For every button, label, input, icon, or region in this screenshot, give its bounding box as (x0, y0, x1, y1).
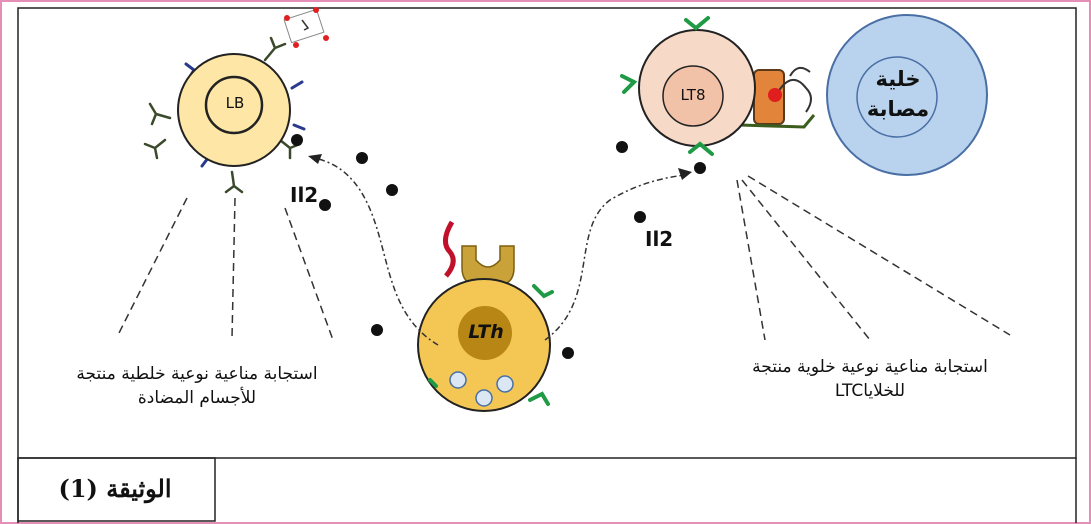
lb-label: LB (225, 94, 245, 112)
il2-molecules (291, 134, 706, 359)
humoral-caption-line2: للأجسام المضادة (137, 388, 257, 408)
arrow-lth-to-lb (314, 157, 439, 346)
cellular-caption: استجابة مناعية نوعية خلوية منتجة للخلايا… (690, 355, 1050, 403)
lb-cell (143, 7, 329, 194)
infected-cell-label: خلية مصابة (866, 67, 930, 121)
humoral-caption-line1: استجابة مناعية نوعية خلطية منتجة (76, 364, 318, 384)
il2-label-right: Il2 (645, 227, 674, 251)
cellular-caption-line2: للخلاياLTC (834, 381, 906, 401)
antibody-icon (283, 7, 329, 48)
il2-label-left: Il2 (290, 183, 319, 207)
lead-line-lt8-1 (736, 179, 766, 341)
lt8-cell (620, 14, 988, 176)
arrow-lth-to-lt8 (544, 174, 686, 341)
lead-line-lb-1 (117, 197, 188, 336)
lead-line-lb-3 (284, 207, 334, 341)
document-label: الوثيقة (1) (58, 474, 172, 503)
lth-cell (417, 220, 554, 412)
lead-line-lb-2 (231, 197, 236, 339)
lead-line-lt8-2 (741, 179, 871, 341)
lth-label: LTh (468, 321, 504, 343)
lead-line-lt8-3 (747, 175, 1011, 336)
cellular-caption-line1: استجابة مناعية نوعية خلوية منتجة (752, 357, 988, 377)
lt8-label: LT8 (680, 86, 706, 104)
humoral-caption: استجابة مناعية نوعية خلطية منتجة للأجسام… (22, 362, 372, 410)
